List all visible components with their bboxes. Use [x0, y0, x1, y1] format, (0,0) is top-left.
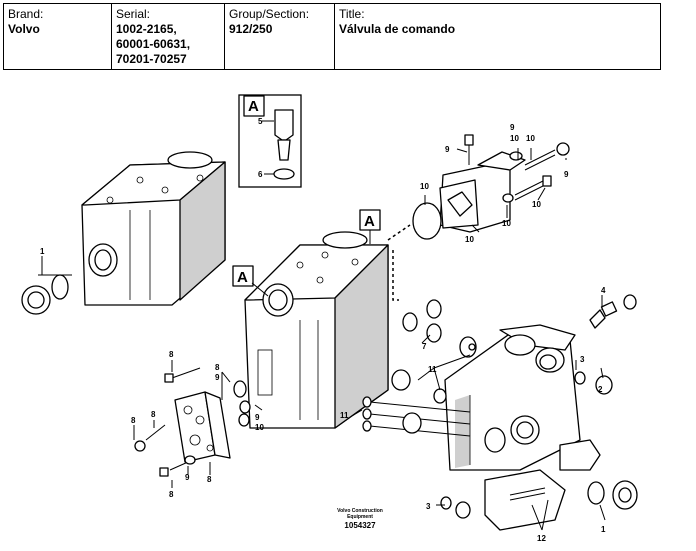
serial-cell: Serial: 1002-2165, 60001-60631, 70201-70…: [112, 4, 225, 69]
bolts-upper-right: [464, 134, 570, 203]
leader-lines: [133, 148, 606, 531]
callout-9-bottom: 9: [185, 473, 190, 482]
callout-8-far-left: 8: [131, 416, 136, 425]
callout-6: 6: [258, 170, 263, 179]
end-cover-upper-right: [412, 151, 526, 240]
callout-10-bolt: 10: [502, 219, 511, 228]
callout-7: 7: [422, 342, 427, 351]
callout-8-left: 8: [151, 410, 156, 419]
header-table: Brand: Volvo Serial: 1002-2165, 60001-60…: [3, 3, 661, 70]
caption-equipment: Equipment: [347, 514, 373, 520]
title-cell: Title: Válvula de comando: [335, 4, 660, 69]
callout-8-top: 8: [169, 350, 174, 359]
serial-label: Serial:: [116, 7, 151, 21]
callout-12: 12: [537, 534, 546, 543]
o-rings-part-7: [402, 299, 477, 358]
flange-plate-part-8: [134, 367, 251, 477]
group-cell: Group/Section: 912/250: [225, 4, 335, 69]
title-value: Válvula de comando: [339, 22, 456, 36]
spool-part-4: [589, 294, 637, 329]
base-plate-bottom-right: [484, 469, 638, 531]
plug-part-1-left: [21, 256, 72, 315]
valve-section-left: [81, 151, 226, 306]
callout-2: 2: [598, 385, 603, 394]
title-label: Title:: [339, 7, 365, 21]
callout-1-left: 1: [40, 247, 45, 256]
brand-label: Brand:: [8, 7, 44, 21]
caption-company: Volvo Construction: [337, 508, 383, 514]
callout-10-cover-left: 10: [420, 182, 429, 191]
callout-10-bolt-right: 10: [532, 200, 541, 209]
callout-5: 5: [258, 117, 263, 126]
callout-3-bottom: 3: [426, 502, 431, 511]
callout-4: 4: [601, 286, 606, 295]
callout-10-cover-bottom: 10: [465, 235, 474, 244]
valve-housing-right: [444, 324, 601, 471]
group-value: 912/250: [229, 22, 273, 36]
callout-10-top-b: 10: [526, 134, 535, 143]
figure-number: 1054327: [344, 521, 376, 530]
callout-11-upper: 11: [428, 365, 437, 374]
callout-1-right: 1: [601, 525, 606, 534]
view-a-detail: [238, 94, 302, 188]
callout-10-top-a: 10: [510, 134, 519, 143]
brand-value: Volvo: [8, 22, 40, 36]
view-a-marker-box: [232, 265, 254, 287]
valve-block-main: [244, 231, 389, 429]
callout-9-mid: 9: [215, 373, 220, 382]
callout-10-block: 10: [255, 423, 264, 432]
tie-rods-part-11: [362, 343, 476, 437]
view-a-marker-letter-2: A: [364, 213, 375, 230]
serial-value: 1002-2165, 60001-60631, 70201-70257: [116, 22, 191, 66]
group-label: Group/Section:: [229, 7, 310, 21]
callout-9-right: 9: [564, 170, 569, 179]
brand-cell: Brand: Volvo: [4, 4, 112, 69]
view-a-marker-letter: A: [237, 269, 248, 286]
callout-3-right: 3: [580, 355, 585, 364]
callout-8-mid: 8: [215, 363, 220, 372]
callout-11-left: 11: [340, 411, 349, 420]
callout-8-bottom: 8: [169, 490, 174, 499]
callout-9-block: 9: [255, 413, 260, 422]
callout-9-top-a: 9: [510, 123, 515, 132]
plug-parts-2-3: [440, 371, 613, 519]
view-a-detail-letter: A: [248, 98, 259, 115]
callout-8-bottom-right: 8: [207, 475, 212, 484]
callout-9-cover: 9: [445, 145, 450, 154]
